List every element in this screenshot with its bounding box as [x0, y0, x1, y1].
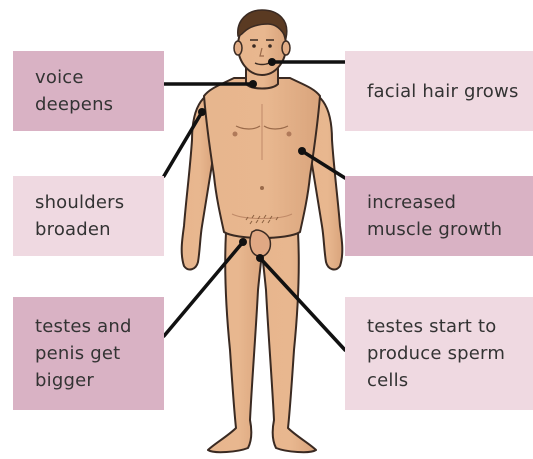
- label-facial-hair-grows-text: facial hair grows: [367, 78, 519, 105]
- label-facial-hair-grows: facial hair grows: [345, 51, 533, 131]
- head: [234, 10, 290, 75]
- label-shoulders-broaden-text: shoulders broaden: [35, 189, 124, 243]
- label-testes-produce-sperm-cells-text: testes start to produce sperm cells: [367, 313, 505, 394]
- torso: [204, 78, 320, 256]
- label-increased-muscle-growth: increased muscle growth: [345, 176, 533, 256]
- label-voice-deepens: voice deepens: [13, 51, 164, 131]
- label-voice-deepens-text: voice deepens: [35, 64, 113, 118]
- label-testes-and-penis-get-bigger-text: testes and penis get bigger: [35, 313, 132, 394]
- label-shoulders-broaden: shoulders broaden: [13, 176, 164, 256]
- label-testes-and-penis-get-bigger: testes and penis get bigger: [13, 297, 164, 410]
- label-testes-produce-sperm-cells: testes start to produce sperm cells: [345, 297, 533, 410]
- label-increased-muscle-growth-text: increased muscle growth: [367, 189, 502, 243]
